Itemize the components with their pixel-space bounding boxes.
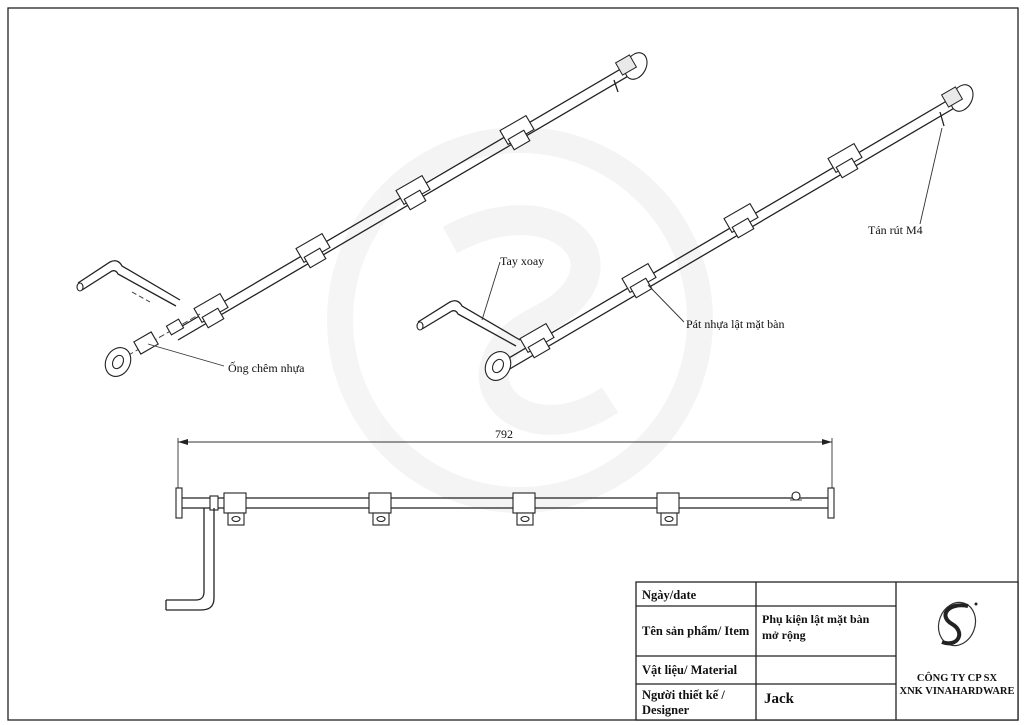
front-bracket-1 bbox=[223, 492, 247, 526]
designer-label-line1: Người thiết kế / bbox=[642, 688, 725, 702]
item-value-line2: mở rộng bbox=[762, 628, 806, 642]
front-bracket-3 bbox=[512, 492, 536, 526]
watermark-logo bbox=[327, 127, 713, 513]
front-bracket-4 bbox=[656, 492, 680, 526]
dimension-value: 792 bbox=[495, 427, 513, 441]
title-block: Ngày/date Tên sản phẩm/ Item Phụ kiện lậ… bbox=[635, 581, 1019, 721]
item-value-line1: Phụ kiện lật mặt bàn bbox=[762, 612, 870, 626]
bracket-7 bbox=[723, 202, 759, 239]
bracket-1 bbox=[193, 292, 229, 329]
crank-handle-exploded bbox=[76, 260, 181, 307]
company-line1: CÔNG TY CP SX bbox=[917, 671, 998, 684]
callout-sleeve-label: Ống chêm nhựa bbox=[228, 360, 305, 375]
bracket-3 bbox=[395, 174, 431, 211]
front-view: 792 bbox=[165, 427, 835, 611]
bracket-2 bbox=[295, 232, 331, 269]
drawing-border bbox=[7, 7, 1019, 721]
bracket-5 bbox=[519, 322, 555, 359]
front-bracket-2 bbox=[368, 492, 392, 526]
date-label: Ngày/date bbox=[642, 588, 697, 602]
crank-handle-assembled bbox=[417, 300, 521, 341]
item-label: Tên sản phẩm/ Item bbox=[642, 624, 750, 638]
designer-value: Jack bbox=[764, 691, 795, 707]
bracket-4 bbox=[499, 114, 535, 151]
exploded-assembly-view bbox=[76, 52, 648, 377]
vinahardware-logo-icon bbox=[937, 601, 978, 647]
company-line2: XNK VINAHARDWARE bbox=[899, 686, 1014, 697]
bracket-8 bbox=[827, 142, 863, 179]
callout-bracket-label: Pát nhựa lật mặt bàn bbox=[686, 317, 784, 331]
callout-rivet-label: Tán rút M4 bbox=[868, 223, 923, 237]
material-label: Vật liệu/ Material bbox=[642, 663, 738, 677]
callout-crank-label: Tay xoay bbox=[500, 254, 544, 268]
designer-label-line2: Designer bbox=[642, 703, 690, 717]
sleeve-and-flange-exploded bbox=[104, 313, 201, 377]
bracket-6 bbox=[621, 262, 657, 299]
assembled-view bbox=[416, 84, 974, 381]
